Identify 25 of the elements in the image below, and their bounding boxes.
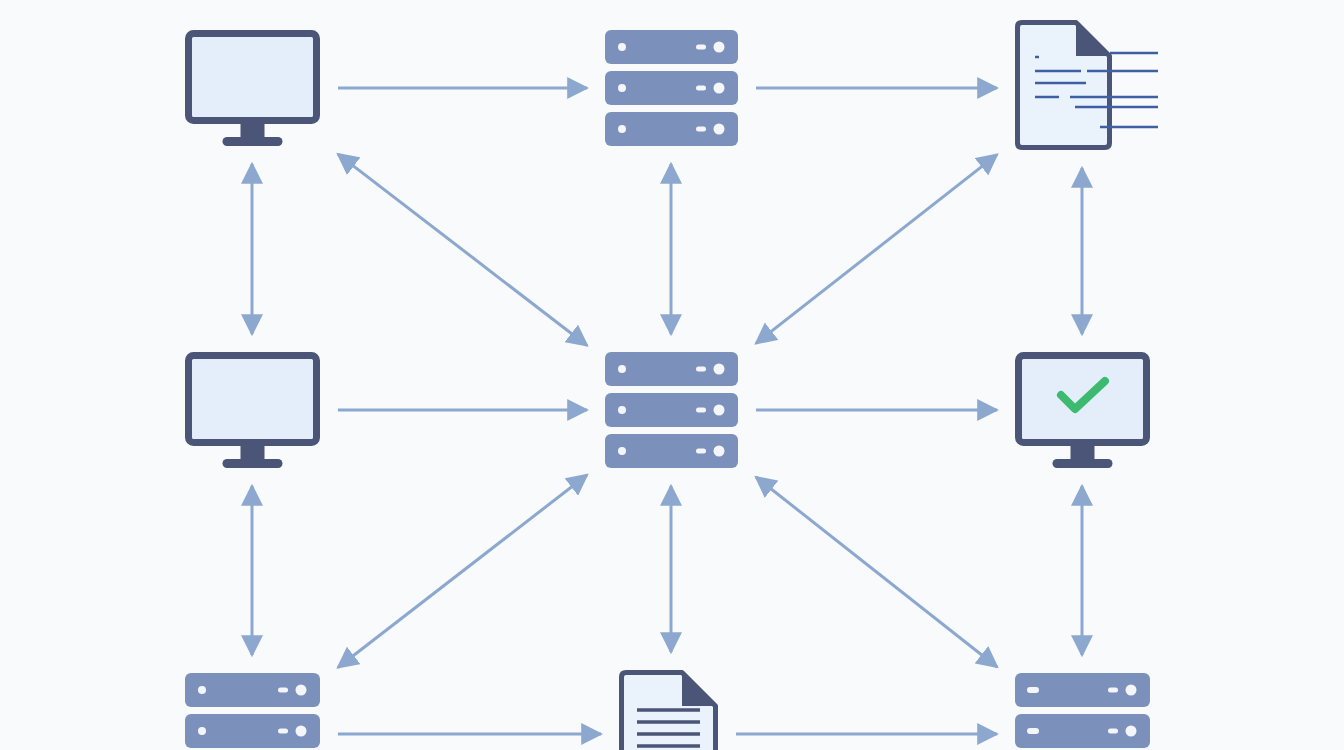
arrow xyxy=(756,399,1000,421)
monitor-icon xyxy=(185,30,320,146)
arrow xyxy=(756,77,1000,99)
double-arrow xyxy=(1071,483,1093,658)
double-arrow xyxy=(660,161,682,337)
double-arrow xyxy=(336,473,589,669)
arrow xyxy=(338,723,604,745)
document-icon xyxy=(1015,20,1160,150)
document-icon xyxy=(619,670,718,750)
double-arrow xyxy=(336,152,589,347)
arrow xyxy=(736,723,1000,745)
double-arrow xyxy=(1071,165,1093,337)
double-arrow xyxy=(754,153,999,345)
server-icon xyxy=(1015,673,1150,750)
double-arrow xyxy=(660,483,682,655)
arrow xyxy=(338,399,590,421)
monitor-icon xyxy=(1015,352,1150,468)
server-icon xyxy=(605,30,738,146)
monitor-icon xyxy=(185,352,320,468)
double-arrow xyxy=(241,161,263,337)
server-icon xyxy=(605,352,738,468)
server-icon xyxy=(185,673,320,750)
double-arrow xyxy=(754,475,999,669)
arrow xyxy=(338,77,590,99)
double-arrow xyxy=(241,483,263,658)
